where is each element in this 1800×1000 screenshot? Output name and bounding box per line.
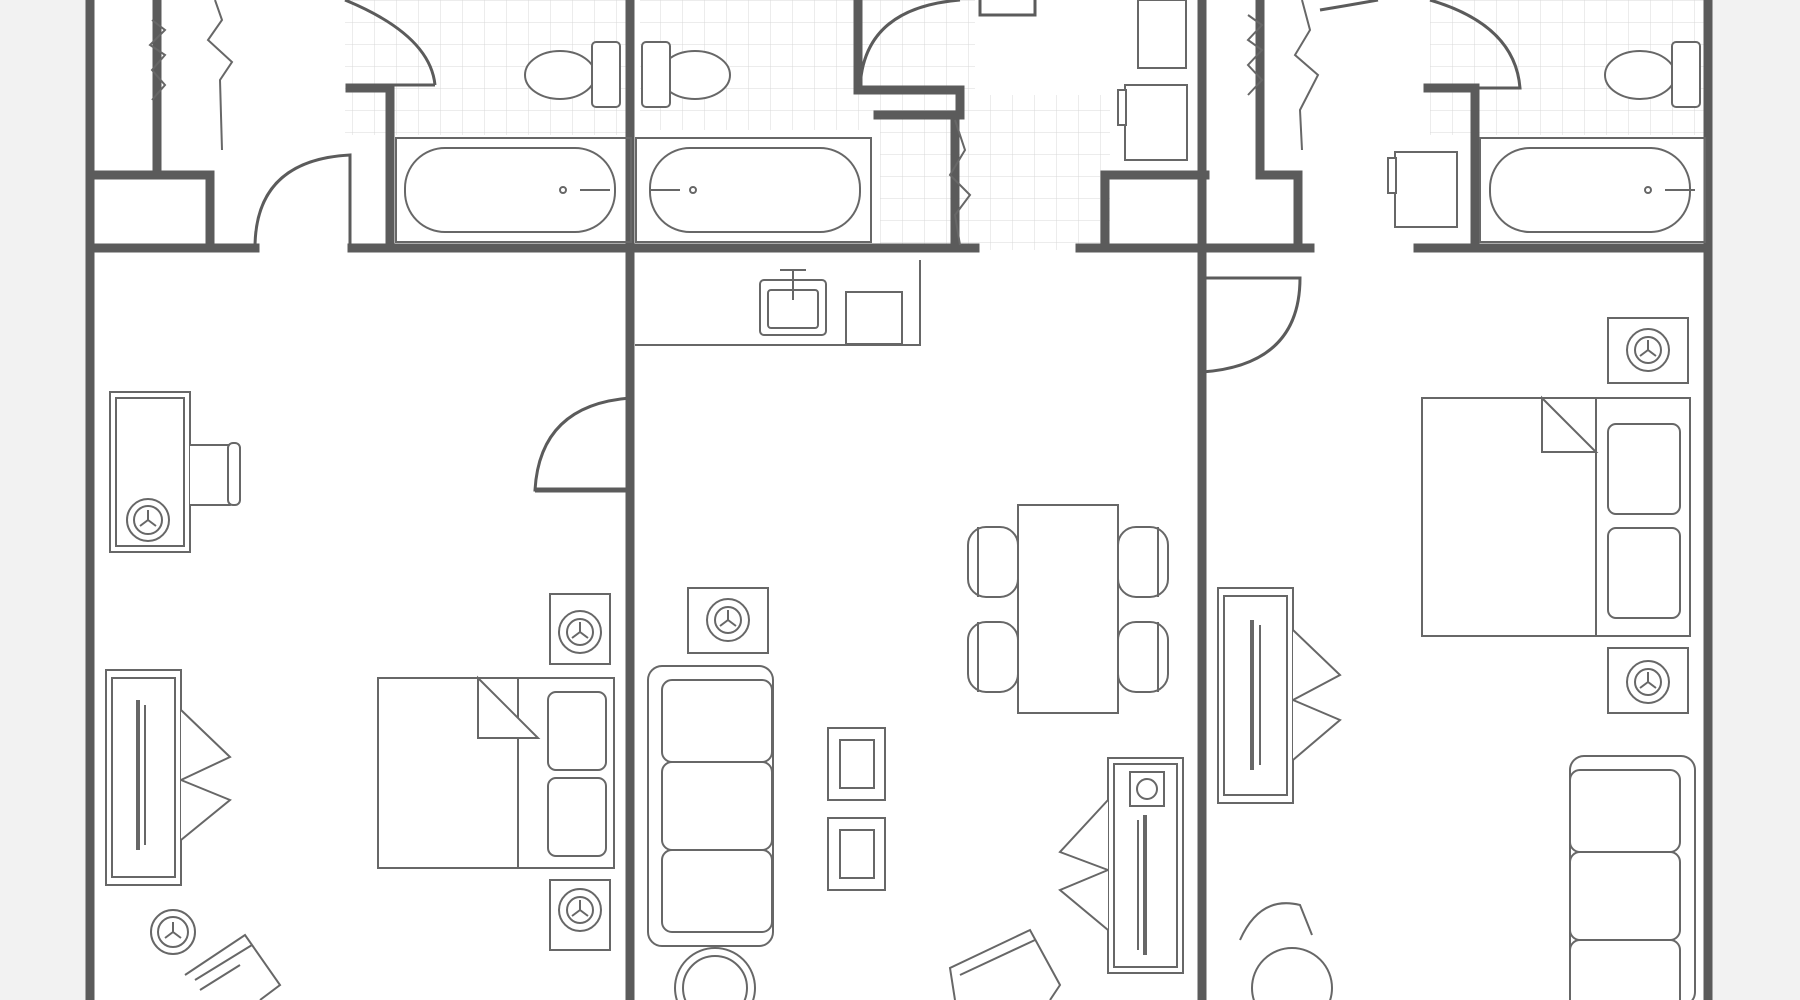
queen-bed-left	[377, 675, 615, 869]
shelf-center	[1137, 0, 1187, 69]
queen-bed-right	[1421, 395, 1691, 637]
toilet-right	[1604, 41, 1701, 108]
bath-door-left	[344, 0, 437, 87]
bath-door-right	[1428, 0, 1522, 90]
dining-table	[967, 504, 1169, 714]
dining-chair	[967, 526, 1019, 598]
dining-chair	[967, 621, 1019, 693]
closet-door-right	[1319, 0, 1379, 12]
toilet-center	[641, 41, 731, 108]
toilet-left	[524, 41, 621, 108]
sofa-center	[647, 665, 774, 947]
bathtub-left	[395, 137, 632, 243]
suite-door	[533, 396, 631, 492]
bedroom-door-left	[253, 153, 352, 249]
toilets	[524, 41, 1701, 108]
nightstand-right-bottom	[1607, 647, 1689, 714]
side-table-sofa	[687, 587, 769, 654]
mini-fridge-right	[1394, 151, 1458, 228]
mini-fridge-center	[1124, 84, 1188, 161]
dining-chair	[1117, 621, 1169, 693]
coffee-tables	[827, 727, 886, 891]
waste-bin	[845, 291, 903, 345]
floor-lamp-center	[674, 947, 756, 1000]
bath-door-center	[858, 0, 961, 91]
vanity	[635, 260, 921, 346]
bathtub-right	[1479, 137, 1706, 243]
armchair-center	[948, 928, 1062, 1000]
doors	[253, 0, 1522, 492]
cabinets	[1117, 0, 1458, 228]
tv-console-center	[1058, 757, 1184, 974]
walls	[85, 0, 1713, 1000]
desk-left	[109, 391, 241, 553]
closets	[148, 0, 1320, 246]
dining-chair	[1117, 526, 1169, 598]
tv-console-right	[1217, 587, 1342, 804]
nightstands-left	[549, 593, 611, 951]
nightstand-right-top	[1607, 317, 1689, 384]
bedroom-door-right	[1201, 276, 1302, 374]
bathtub-center	[635, 137, 872, 243]
sink-icon	[759, 269, 827, 336]
bathtubs	[395, 137, 1706, 243]
closet-door-center	[978, 0, 1037, 17]
dining-chair-right	[1239, 902, 1333, 1000]
tv-console-left	[105, 669, 232, 886]
lamp-icon	[126, 498, 170, 542]
lounge-chair-left	[150, 909, 282, 1000]
sofa-right	[1569, 755, 1696, 1000]
